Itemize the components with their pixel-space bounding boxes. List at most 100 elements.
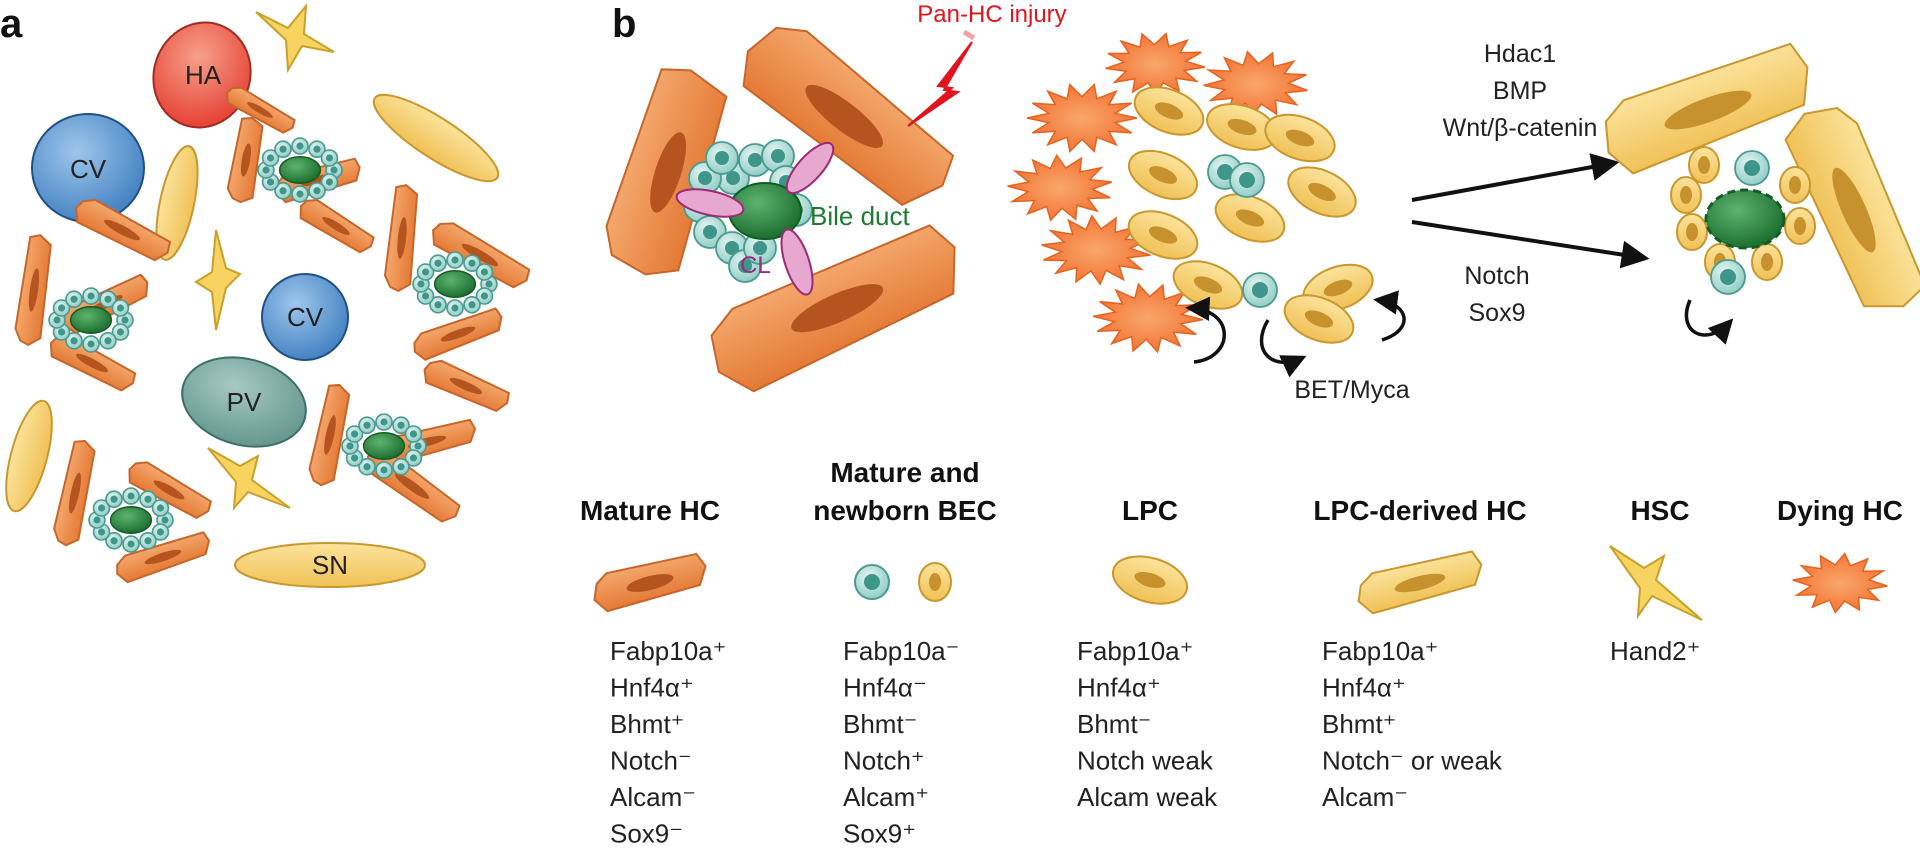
hepatocyte xyxy=(53,439,96,547)
duct-lumen xyxy=(69,306,113,334)
legend-title-hsc: HSC xyxy=(1630,495,1689,526)
hepatocyte xyxy=(226,116,264,204)
loop-arrow xyxy=(1185,296,1226,364)
injury-lightning-icon xyxy=(907,41,973,127)
legend-marker: Bhmt⁺ xyxy=(610,709,684,739)
portal-vein xyxy=(181,356,307,448)
bet-myca-label: BET/Myca xyxy=(1294,376,1409,404)
cl-cell xyxy=(675,188,745,218)
hepatocyte xyxy=(423,359,510,413)
lpc-cell xyxy=(1214,193,1286,243)
legend-icon-dying-hc xyxy=(1792,552,1888,614)
stellate-cell xyxy=(207,447,291,511)
stellate-cell xyxy=(194,229,242,331)
dying-hc xyxy=(1203,50,1308,119)
lpc-cell xyxy=(1128,149,1198,201)
legend-marker: Bhmt⁺ xyxy=(1322,709,1396,739)
central-vein-2 xyxy=(261,273,349,361)
legend-marker: Alcam⁻ xyxy=(610,782,696,812)
new-bile-duct xyxy=(1704,188,1786,250)
hepatocyte xyxy=(432,222,531,289)
duct-lumen xyxy=(362,432,406,460)
signal-hdac1: Hdac1 xyxy=(1484,40,1556,68)
legend-marker: Hnf4α⁻ xyxy=(843,673,927,703)
panel-a: CV HA CV PV SN xyxy=(5,2,531,588)
signal-wnt: Wnt/β-catenin xyxy=(1443,114,1598,142)
hepatocyte xyxy=(383,184,419,293)
legend-icon-lpc xyxy=(1111,555,1189,605)
loop-arrow xyxy=(1373,290,1406,342)
loop-arrow xyxy=(1684,299,1734,345)
legend-icon-bec xyxy=(854,562,952,602)
legend-title-bec-line1: Mature and xyxy=(830,457,979,488)
legend-marker: Notch⁺ xyxy=(843,746,925,776)
bile-duct-unit xyxy=(412,251,498,317)
cv-label-2: CV xyxy=(287,302,324,332)
duct-lumen xyxy=(278,156,322,184)
pv-label: PV xyxy=(227,387,262,417)
duct-lumen xyxy=(109,506,153,534)
lpc-cell xyxy=(1127,210,1199,260)
hepatocyte xyxy=(226,86,296,134)
dying-hc xyxy=(1007,153,1112,222)
legend-marker: Bhmt⁻ xyxy=(843,709,917,739)
bile-duct-unit xyxy=(341,413,427,479)
cl-label: CL xyxy=(740,252,771,279)
bile-duct-unit xyxy=(48,287,134,353)
legend-marker: Hnf4α⁺ xyxy=(1077,673,1161,703)
panel-b-outcome xyxy=(1604,42,1920,345)
sinusoid xyxy=(234,542,426,588)
hepatocyte-large xyxy=(742,26,955,206)
legend-marker: Hnf4α⁺ xyxy=(1322,673,1406,703)
hepatocyte-large xyxy=(605,68,728,276)
lpc-cell xyxy=(1287,166,1357,218)
loop-arrow xyxy=(1259,319,1307,378)
legend-icon-hsc xyxy=(1609,545,1703,621)
legend-marker: Notch weak xyxy=(1077,746,1214,776)
lpc-cell xyxy=(1133,86,1205,136)
dying-hc xyxy=(1092,282,1204,354)
bile-duct-unit xyxy=(257,137,343,203)
legend-title-mature-hc: Mature HC xyxy=(580,495,720,526)
cl-cell xyxy=(780,228,814,296)
legend-marker: Alcam⁺ xyxy=(843,782,929,812)
injury-label: Pan-HC injury xyxy=(917,1,1066,28)
legend: Mature HC Mature and newborn BEC LPC LPC… xyxy=(580,457,1903,848)
dying-hc xyxy=(1792,552,1888,614)
panel-a-label: a xyxy=(0,2,23,46)
lpc-cell xyxy=(1264,113,1336,163)
legend-marker: Fabp10a⁺ xyxy=(1077,636,1193,666)
panel-b-regeneration: BET/Myca Hdac1 BMP Wnt/β-catenin Notch S… xyxy=(1007,32,1650,404)
legend-marker: Fabp10a⁺ xyxy=(1322,636,1438,666)
hepatocyte xyxy=(299,199,375,254)
signal-bmp: BMP xyxy=(1493,77,1547,105)
lpc-cell xyxy=(1206,103,1278,151)
hepatocyte xyxy=(413,307,503,361)
legend-title-lpc-hc: LPC-derived HC xyxy=(1313,495,1526,526)
bile-duct-label: Bile duct xyxy=(810,201,910,231)
duct-lumen xyxy=(433,270,477,298)
panel-b-label: b xyxy=(612,2,636,46)
dying-hc xyxy=(1041,214,1151,286)
cv-label-1: CV xyxy=(70,154,107,184)
legend-marker: Hand2⁺ xyxy=(1610,636,1700,666)
hepatocyte xyxy=(75,199,172,262)
sn-label: SN xyxy=(312,550,348,580)
legend-marker: Alcam weak xyxy=(1077,782,1218,812)
legend-marker: Fabp10a⁺ xyxy=(610,636,726,666)
stellate-cell xyxy=(255,2,335,74)
signal-notch: Notch xyxy=(1464,262,1529,290)
bile-duct-unit xyxy=(88,487,174,553)
hepatocyte xyxy=(308,383,351,487)
legend-marker: Sox9⁻ xyxy=(610,819,683,844)
lpc-derived-hc xyxy=(1604,42,1809,175)
hepatocyte xyxy=(116,531,211,584)
legend-title-bec-line2: newborn BEC xyxy=(813,495,997,526)
sinusoidal-cell xyxy=(155,145,199,261)
legend-marker: Sox9⁺ xyxy=(843,819,916,844)
legend-marker: Bhmt⁻ xyxy=(1077,709,1151,739)
cl-cell xyxy=(785,141,835,195)
dying-hc xyxy=(1105,32,1206,97)
lpc-cell xyxy=(1283,294,1355,344)
